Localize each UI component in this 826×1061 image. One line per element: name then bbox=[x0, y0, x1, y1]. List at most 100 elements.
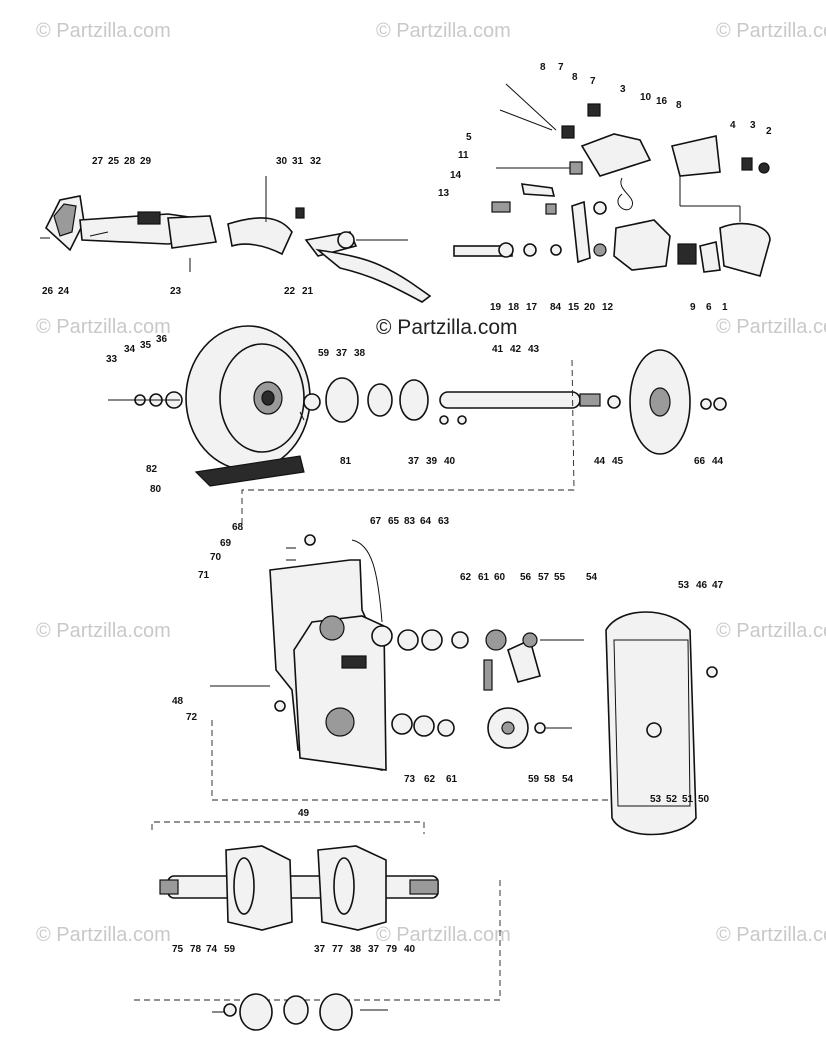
callout-number: 31 bbox=[292, 156, 304, 167]
callout-number: 82 bbox=[146, 464, 158, 475]
callout-number: 40 bbox=[444, 456, 456, 467]
callout-number: 80 bbox=[150, 484, 162, 495]
callout-number: 66 bbox=[694, 456, 706, 467]
watermark-top-left: © Partzilla.com bbox=[36, 20, 171, 42]
callout-number: 61 bbox=[478, 572, 490, 583]
callout-number: 40 bbox=[404, 944, 416, 955]
callout-number: 70 bbox=[210, 552, 222, 563]
chaincase-assembly bbox=[210, 359, 718, 836]
callout-number: 6 bbox=[706, 302, 712, 313]
callout-number: 36 bbox=[156, 334, 168, 345]
callout-number: 8 bbox=[572, 72, 578, 83]
callout-number: 12 bbox=[602, 302, 614, 313]
callout-number: 45 bbox=[612, 456, 624, 467]
callout-number: 47 bbox=[712, 580, 724, 591]
callout-number: 42 bbox=[510, 344, 522, 355]
callout-number: 13 bbox=[438, 188, 450, 199]
callout-number: 60 bbox=[494, 572, 506, 583]
callout-number: 11 bbox=[458, 150, 469, 161]
callout-number: 48 bbox=[172, 696, 184, 707]
callout-number: 68 bbox=[232, 522, 244, 533]
callout-number: 35 bbox=[140, 340, 152, 351]
watermark-bottom-right: © Partzilla.com bbox=[716, 924, 826, 946]
callout-number: 74 bbox=[206, 944, 218, 955]
callout-number: 4 bbox=[730, 120, 736, 131]
watermark-row2-right: © Partzilla.com bbox=[716, 316, 826, 338]
callout-number: 16 bbox=[656, 96, 668, 107]
callout-number: 65 bbox=[388, 516, 400, 527]
callout-number: 49 bbox=[298, 808, 310, 819]
callout-number: 59 bbox=[224, 944, 236, 955]
callout-number: 38 bbox=[350, 944, 362, 955]
handlebar-lever-assembly bbox=[40, 176, 432, 303]
callout-number: 10 bbox=[640, 92, 652, 103]
callout-number: 20 bbox=[584, 302, 596, 313]
callout-number: 29 bbox=[140, 156, 152, 167]
callout-number: 81 bbox=[340, 456, 352, 467]
callout-number: 8 bbox=[540, 62, 546, 73]
callout-number: 25 bbox=[108, 156, 120, 167]
callout-number: 56 bbox=[520, 572, 532, 583]
callout-number: 7 bbox=[558, 62, 564, 73]
callout-number: 2 bbox=[766, 126, 772, 137]
callout-number: 27 bbox=[92, 156, 104, 167]
callout-number: 37 bbox=[336, 348, 348, 359]
callout-number: 30 bbox=[276, 156, 288, 167]
callout-number: 17 bbox=[526, 302, 538, 313]
callout-number: 52 bbox=[666, 794, 678, 805]
callout-number: 55 bbox=[554, 572, 566, 583]
watermark-bottom-left: © Partzilla.com bbox=[36, 924, 171, 946]
watermark-row3-left: © Partzilla.com bbox=[36, 620, 171, 642]
callout-number: 69 bbox=[220, 538, 232, 549]
callout-number: 37 bbox=[314, 944, 326, 955]
callout-number: 22 bbox=[284, 286, 296, 297]
callout-number: 37 bbox=[408, 456, 420, 467]
watermark-top-center: © Partzilla.com bbox=[376, 20, 511, 42]
callout-number: 44 bbox=[594, 456, 606, 467]
callout-number: 53 bbox=[650, 794, 662, 805]
callout-number: 84 bbox=[550, 302, 562, 313]
callout-number: 54 bbox=[586, 572, 598, 583]
callout-number: 59 bbox=[318, 348, 330, 359]
callout-number: 62 bbox=[460, 572, 472, 583]
callout-number: 53 bbox=[678, 580, 690, 591]
callout-number: 18 bbox=[508, 302, 520, 313]
callout-number: 62 bbox=[424, 774, 436, 785]
callout-number: 32 bbox=[310, 156, 322, 167]
callout-number: 33 bbox=[106, 354, 118, 365]
callout-number: 26 bbox=[42, 286, 54, 297]
callout-number: 44 bbox=[712, 456, 724, 467]
callout-number: 54 bbox=[562, 774, 574, 785]
callout-number: 67 bbox=[370, 516, 382, 527]
callout-number: 23 bbox=[170, 286, 182, 297]
callout-number: 64 bbox=[420, 516, 432, 527]
callout-number: 34 bbox=[124, 344, 136, 355]
callout-number: 5 bbox=[466, 132, 472, 143]
callout-number: 58 bbox=[544, 774, 556, 785]
callout-number: 15 bbox=[568, 302, 580, 313]
callout-number: 24 bbox=[58, 286, 70, 297]
watermark-bottom-center: © Partzilla.com bbox=[376, 924, 511, 946]
callout-number: 14 bbox=[450, 170, 462, 181]
drive-shaft-assembly bbox=[108, 325, 727, 487]
callout-number: 61 bbox=[446, 774, 458, 785]
brake-assembly bbox=[453, 83, 771, 277]
callout-number: 39 bbox=[426, 456, 438, 467]
callout-number: 77 bbox=[332, 944, 344, 955]
callout-number: 43 bbox=[528, 344, 540, 355]
callout-number: 7 bbox=[590, 76, 596, 87]
callout-number: 3 bbox=[750, 120, 756, 131]
callout-number: 19 bbox=[490, 302, 502, 313]
callout-number: 8 bbox=[676, 100, 682, 111]
callout-number: 57 bbox=[538, 572, 550, 583]
callout-number: 79 bbox=[386, 944, 398, 955]
callout-number: 9 bbox=[690, 302, 696, 313]
callout-number: 21 bbox=[302, 286, 314, 297]
watermark-top-right: © Partzilla.com bbox=[716, 20, 826, 42]
callout-number: 51 bbox=[682, 794, 694, 805]
track-drive-shaft bbox=[130, 821, 501, 1031]
callout-number: 28 bbox=[124, 156, 136, 167]
callout-number: 37 bbox=[368, 944, 380, 955]
